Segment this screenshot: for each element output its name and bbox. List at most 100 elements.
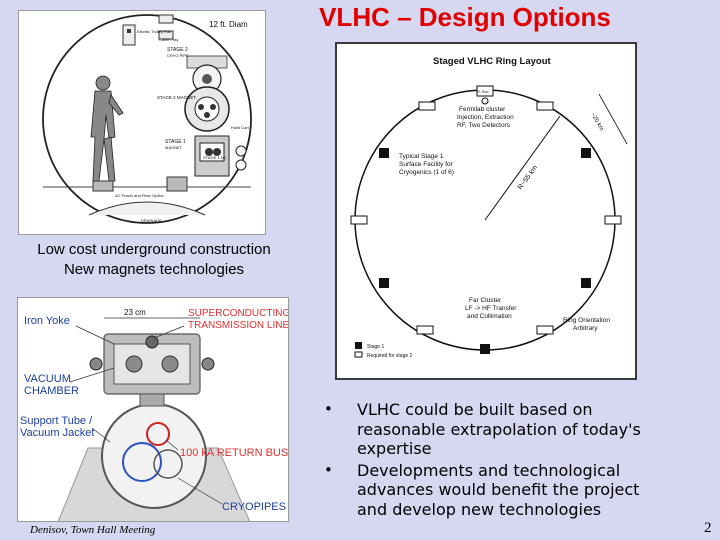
bullet-2-line-1: Developments and technological [357, 460, 621, 480]
cable-tray-label: Cable Tray [159, 37, 178, 42]
stage1-facility-line-2: Surface Facility for [399, 161, 454, 168]
bullet-item-1: VLHC could be built based on reasonable … [322, 400, 662, 459]
legend-stage2-swatch [354, 351, 363, 358]
beam-pipe-left-icon [125, 355, 143, 373]
cryopipe-right [153, 449, 183, 479]
cryopipes-label: CRYOPIPES [222, 501, 286, 513]
magnet-cross-section-figure: Iron Yoke 23 cm SUPERCONDUCTING TRANSMIS… [17, 297, 289, 522]
ring-station-open [416, 325, 434, 335]
stage2-sub-label: CRYO PIPE [167, 53, 189, 58]
bullet-1-line-3: expertise [357, 439, 432, 458]
magnet-drawing: Iron Yoke 23 cm SUPERCONDUCTING TRANSMIS… [20, 308, 289, 521]
leader-support [91, 427, 111, 443]
leader-iron-yoke [75, 325, 115, 345]
page-number: 2 [704, 520, 712, 536]
ring-station-filled [581, 148, 591, 158]
bullet-2-line-2: advances would benefit the project [357, 480, 640, 499]
slide-title: VLHC – Design Options [319, 2, 611, 32]
yoke-inner [113, 343, 191, 385]
ring-station-filled [480, 344, 490, 354]
stage1-sub-label: MAGNET [165, 145, 183, 150]
stage1-label: STAGE 1 [165, 139, 186, 145]
return-bus-label: 100 kA RETURN BUS [180, 447, 288, 459]
fermilab-cluster-box [476, 85, 494, 97]
ring-layout-figure: Staged VLHC Ring Layout R~55 km ~20 km F… [335, 42, 637, 380]
ac-power-label: AC Power and Fiber Optics [115, 193, 163, 198]
stage1-facility-line-1: Typical Stage 1 [399, 153, 444, 160]
tunnel-caption: Low cost underground construction New ma… [18, 240, 290, 280]
top-cluster-line-2: Injection, Extraction [457, 114, 514, 121]
vacuum-label-1: VACUUM [24, 373, 71, 385]
legend-stage1-swatch [355, 342, 362, 349]
fermilab-small-label: F-Sec [478, 89, 489, 94]
yoke-support [139, 393, 165, 407]
ring-station-filled [581, 278, 591, 288]
bullet-1-line-2: reasonable extrapolation of today's [357, 419, 641, 439]
support-label-1: Support Tube / [20, 415, 93, 427]
tunnel-wall [42, 14, 252, 224]
bullet-2-line-3: and develop new technologies [357, 499, 602, 519]
cryopipe-left [122, 442, 162, 482]
dimension-line [598, 93, 628, 145]
leader-cryopipes [177, 477, 223, 505]
vacuum-port-right-icon [201, 357, 215, 371]
bullet-item-2: Developments and technological advances … [322, 461, 662, 520]
transmission-label-2: TRANSMISSION LINE [188, 320, 289, 331]
stage1-magnet-icon [194, 135, 247, 177]
drainage-label: DRAINAGE [141, 218, 162, 223]
far-cluster-line-2: LF -> HF Transfer [465, 305, 517, 312]
legend-stage2-label: Required for stage 2 [367, 353, 413, 359]
caption-line-1: Low cost underground construction [37, 241, 271, 258]
ring-title: Staged VLHC Ring Layout [433, 56, 552, 67]
vacuum-label-2: CHAMBER [24, 385, 79, 397]
beam-pipe-right-icon [161, 355, 179, 373]
cable-tray-icon [122, 14, 174, 46]
ring-station-open [536, 325, 554, 335]
return-bus-conductor [146, 422, 170, 446]
stage1-dc-box [166, 176, 188, 192]
tunnel-invert [88, 201, 206, 216]
top-cluster-line-1: Fermilab cluster [459, 106, 506, 113]
stage2-magnet-label: STAGE 2 MAGNET [157, 95, 196, 100]
far-cluster-line-3: and Collimation [467, 313, 512, 320]
legend-stage1-label: Stage 1 [367, 344, 384, 350]
stage2-magnet-icon [184, 55, 230, 132]
caption-line-2: New magnets technologies [63, 261, 245, 278]
transmission-line-icon [145, 335, 159, 349]
ring-layout-drawing: Staged VLHC Ring Layout R~55 km ~20 km F… [350, 56, 628, 359]
diameter-label: 12 ft. Diam [209, 20, 248, 29]
hoist-cart-label: Hoist Cart [231, 125, 250, 130]
leader-transmission [153, 325, 185, 339]
stage2-label: STAGE 2 [167, 47, 188, 53]
width-label: 23 cm [124, 308, 146, 317]
far-cluster-line-1: Far Cluster [469, 297, 502, 304]
orientation-line-2: Arbitrary [573, 325, 598, 332]
ring-station-open [350, 215, 368, 225]
vacuum-port-left-icon [89, 357, 103, 371]
bullet-list: VLHC could be built based on reasonable … [322, 400, 662, 521]
ring-station-open [604, 215, 622, 225]
ring-station-filled [379, 148, 389, 158]
person-icon [90, 75, 124, 182]
dimension-label: ~20 km [589, 112, 604, 132]
ac-power-box [92, 180, 114, 192]
transmission-label-1: SUPERCONDUCTING [188, 308, 289, 319]
bullet-1-line-1: VLHC could be built based on [357, 400, 593, 419]
top-cluster-line-3: RF, Two Detectors [457, 122, 511, 129]
leader-vacuum [69, 367, 115, 383]
tunnel-drawing: 12 ft. Diam Electric Trolley Rail Cable … [42, 14, 252, 224]
stage1-facility-line-3: Cryogenics (1 of 6) [399, 169, 454, 176]
leader-return-bus [165, 439, 179, 451]
orientation-line-1: Ring Orientation [563, 317, 610, 324]
electric-trolley-label: Electric Trolley Rail [137, 29, 171, 34]
stage1-dc-label: STAGE 1 DC [203, 155, 227, 160]
ring-station-filled [379, 278, 389, 288]
fermilab-marker-icon [481, 97, 489, 105]
radius-line [484, 115, 561, 221]
ring-station-open [418, 101, 436, 111]
support-label-2: Vacuum Jacket [20, 427, 94, 439]
tunnel-cross-section-figure: 12 ft. Diam Electric Trolley Rail Cable … [18, 10, 266, 235]
ring-station-open [536, 101, 554, 111]
iron-yoke-label: Iron Yoke [24, 315, 70, 327]
footer-author: Denisov, Town Hall Meeting [30, 524, 156, 536]
